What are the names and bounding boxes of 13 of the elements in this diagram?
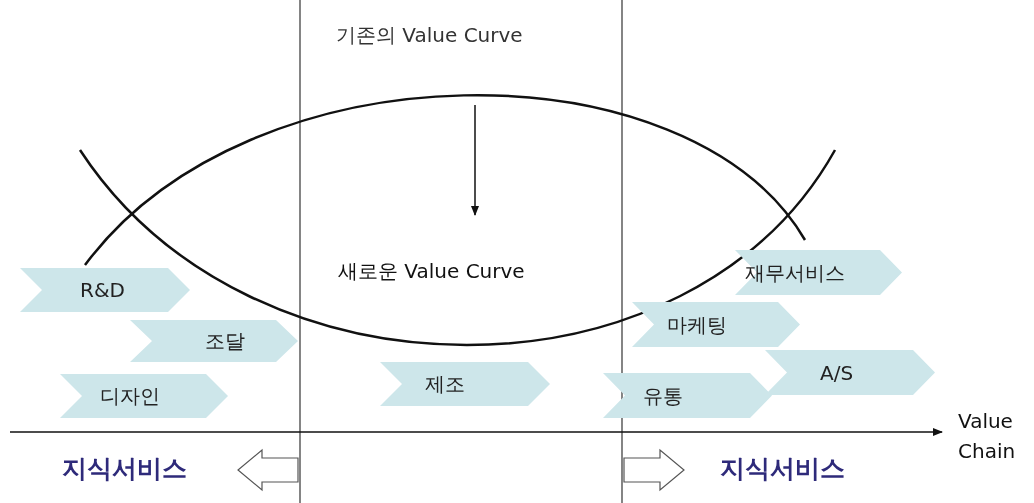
service-label: 지식서비스 bbox=[62, 453, 187, 485]
stage-label: 유통 bbox=[643, 382, 683, 409]
stage-label: A/S bbox=[820, 360, 854, 385]
stage-label: R&D bbox=[80, 278, 125, 302]
stage-label: 재무서비스 bbox=[745, 259, 845, 286]
stage-label: 디자인 bbox=[100, 382, 160, 410]
curve-label: 새로운 Value Curve bbox=[338, 258, 525, 285]
stage-label: 조달 bbox=[205, 327, 245, 355]
axis-label: Value Chain bbox=[958, 408, 1017, 465]
curve-label: 기존의 Value Curve bbox=[336, 22, 523, 49]
stage-label: 제조 bbox=[425, 370, 465, 398]
service-label: 지식서비스 bbox=[720, 453, 845, 485]
stage-label: 마케팅 bbox=[667, 311, 727, 338]
